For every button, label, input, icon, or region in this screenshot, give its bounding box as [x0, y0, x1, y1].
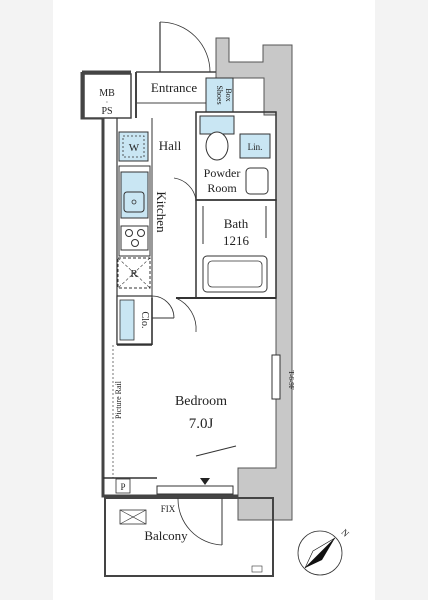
label-bath-size: 1216 — [223, 233, 250, 248]
toilet-tank — [199, 115, 235, 135]
balcony-door-swing — [177, 497, 223, 546]
balcony-window — [156, 485, 234, 495]
label-linen: Lin. — [248, 142, 263, 152]
kitchen-sink-bowl — [123, 191, 145, 213]
label-mb-dot: · — [106, 98, 109, 107]
label-bedroom-size: 7.0J — [189, 416, 214, 432]
balcony-area — [104, 497, 274, 577]
exterior-wall-right — [215, 37, 293, 521]
label-washer: W — [129, 142, 140, 154]
burner-3 — [131, 239, 139, 247]
sink-drain — [131, 199, 137, 205]
label-kitchen: Kitchen — [154, 191, 169, 233]
shoes-box — [205, 77, 234, 113]
label-entrance: Entrance — [151, 80, 197, 95]
bath-wall — [195, 199, 277, 299]
label-p: P — [120, 482, 125, 492]
bathtub-inner — [207, 260, 263, 288]
ac-unit — [195, 445, 237, 457]
label-refrigerator: R — [130, 268, 138, 280]
side-window — [271, 354, 281, 400]
bedroom-door-swing — [175, 297, 197, 333]
label-hall: Hall — [159, 138, 182, 153]
label-closet: Clo. — [139, 312, 150, 329]
label-room: Room — [207, 181, 237, 195]
balcony-mark — [251, 565, 263, 573]
toilet-bowl — [205, 131, 229, 161]
label-mb: MB — [99, 88, 115, 99]
label-box: Box — [224, 88, 233, 101]
north-arrow-icon — [297, 530, 343, 576]
window-marker — [200, 478, 210, 485]
washer — [118, 131, 149, 162]
balcony-drain — [119, 509, 147, 525]
entrance-door-swing — [159, 21, 211, 73]
p-box — [115, 478, 131, 494]
fridge-x2 — [117, 257, 151, 289]
label-wall-note: T-6-9F — [287, 370, 295, 389]
closet-door-swing — [151, 295, 175, 319]
label-picture-rail: Picture Rail — [114, 380, 123, 419]
label-ps: PS — [101, 106, 112, 117]
burner-1 — [125, 229, 133, 237]
closet-shelf — [119, 299, 135, 341]
washer-inner — [122, 135, 145, 158]
mb-ps-box — [83, 73, 132, 119]
linen-cabinet — [239, 133, 271, 159]
drain-x2 — [119, 509, 147, 525]
label-balcony: Balcony — [144, 528, 188, 543]
powder-sink — [245, 167, 269, 195]
burner-2 — [137, 229, 145, 237]
label-compass-n: N — [339, 527, 351, 539]
label-bedroom: Bedroom — [175, 394, 227, 409]
label-powder: Powder — [204, 166, 241, 180]
bathtub — [202, 255, 268, 293]
label-fix: FIX — [161, 504, 176, 514]
powder-door-swing — [173, 177, 197, 201]
label-shoes: Shoes — [215, 85, 224, 104]
label-bath: Bath — [224, 216, 249, 231]
